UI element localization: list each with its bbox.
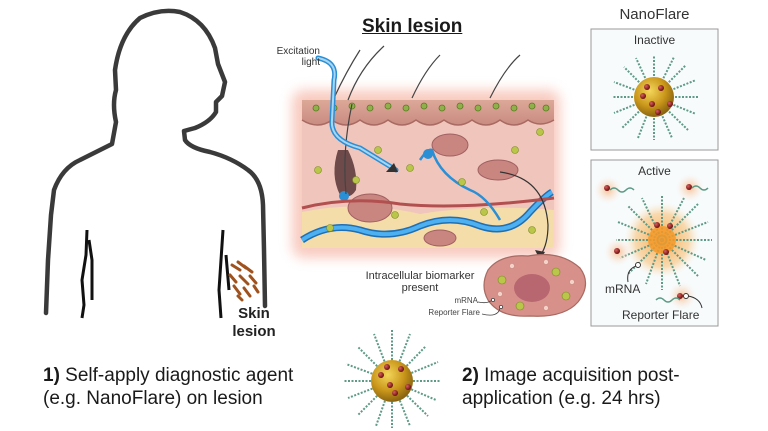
active-label: Active <box>638 164 671 178</box>
hair-shafts <box>333 45 521 195</box>
cell-mrna-label: mRNA <box>454 296 478 305</box>
skin-cross-section <box>300 100 555 248</box>
step-1-line2: (e.g. NanoFlare) on lesion <box>43 388 263 409</box>
skin-lesion-title: Skin lesion <box>362 16 463 37</box>
step-2-line2: application (e.g. 24 hrs) <box>462 388 661 409</box>
nanoflare-inactive <box>612 55 698 140</box>
step-2-caption: 2) Image acquisition post- application (… <box>462 364 680 410</box>
active-mrna-label: mRNA <box>605 282 641 296</box>
step-1-number: 1) <box>43 365 60 386</box>
nanoflare-bottom <box>344 330 440 428</box>
step-1-line1: Self-apply diagnostic agent <box>59 365 294 386</box>
person-silhouette <box>43 8 268 316</box>
excitation-label-line1: Excitation <box>276 46 320 57</box>
biomarker-label: Intracellular biomarker present <box>345 270 495 294</box>
step-2-line1: Image acquisition post- <box>478 365 680 386</box>
biomarker-label-line1: Intracellular biomarker <box>365 270 475 282</box>
active-reporter-label: Reporter Flare <box>622 308 700 322</box>
arm-lines <box>80 229 231 319</box>
excitation-label-line2: light <box>301 57 320 68</box>
step-1-caption: 1) Self-apply diagnostic agent (e.g. Nan… <box>43 364 293 410</box>
lesion-label-line2: lesion <box>232 323 276 340</box>
zoomed-cell <box>483 253 587 317</box>
nanoflare-active <box>594 174 712 310</box>
cell-reporter-label: Reporter Flare <box>428 308 480 317</box>
lesion-label: Skin lesion <box>224 305 284 341</box>
lesion-label-line1: Skin <box>238 305 270 322</box>
inactive-label: Inactive <box>633 33 676 47</box>
biomarker-arrow <box>499 171 549 257</box>
nanoflare-title: NanoFlare <box>619 6 690 23</box>
skin-lesion-mark <box>228 260 260 302</box>
biomarker-label-line2: present <box>401 282 439 294</box>
excitation-light-label: Excitation light <box>268 46 320 68</box>
step-2-number: 2) <box>462 365 479 386</box>
